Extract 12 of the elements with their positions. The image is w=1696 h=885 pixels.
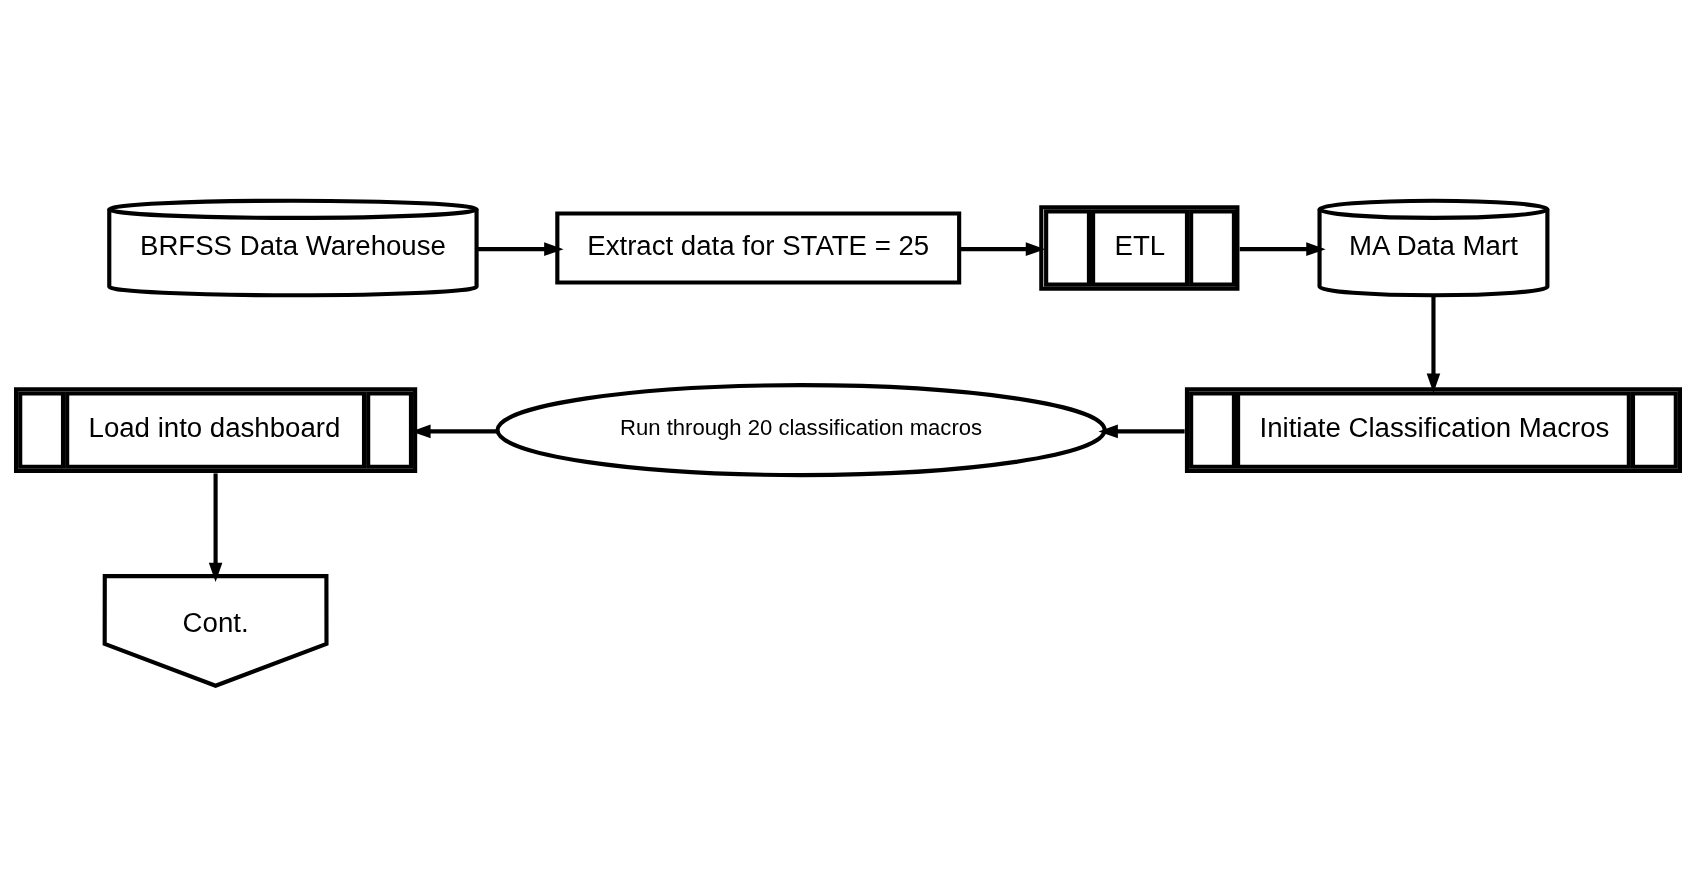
node-ellipse: Run through 20 classification macros (495, 382, 1107, 477)
node-box: ETL (1039, 204, 1240, 291)
arrow (1098, 424, 1185, 438)
arrow (959, 241, 1046, 256)
node-box: Extract data for STATE = 25 (555, 210, 962, 285)
node-box: Initiate Classification Macros (1184, 386, 1682, 473)
arrow (1239, 241, 1326, 256)
arrow (476, 241, 564, 256)
arrow (208, 472, 223, 582)
arrow (411, 424, 498, 438)
node-box: Load into dashboard (14, 386, 418, 473)
arrow (1426, 294, 1441, 393)
